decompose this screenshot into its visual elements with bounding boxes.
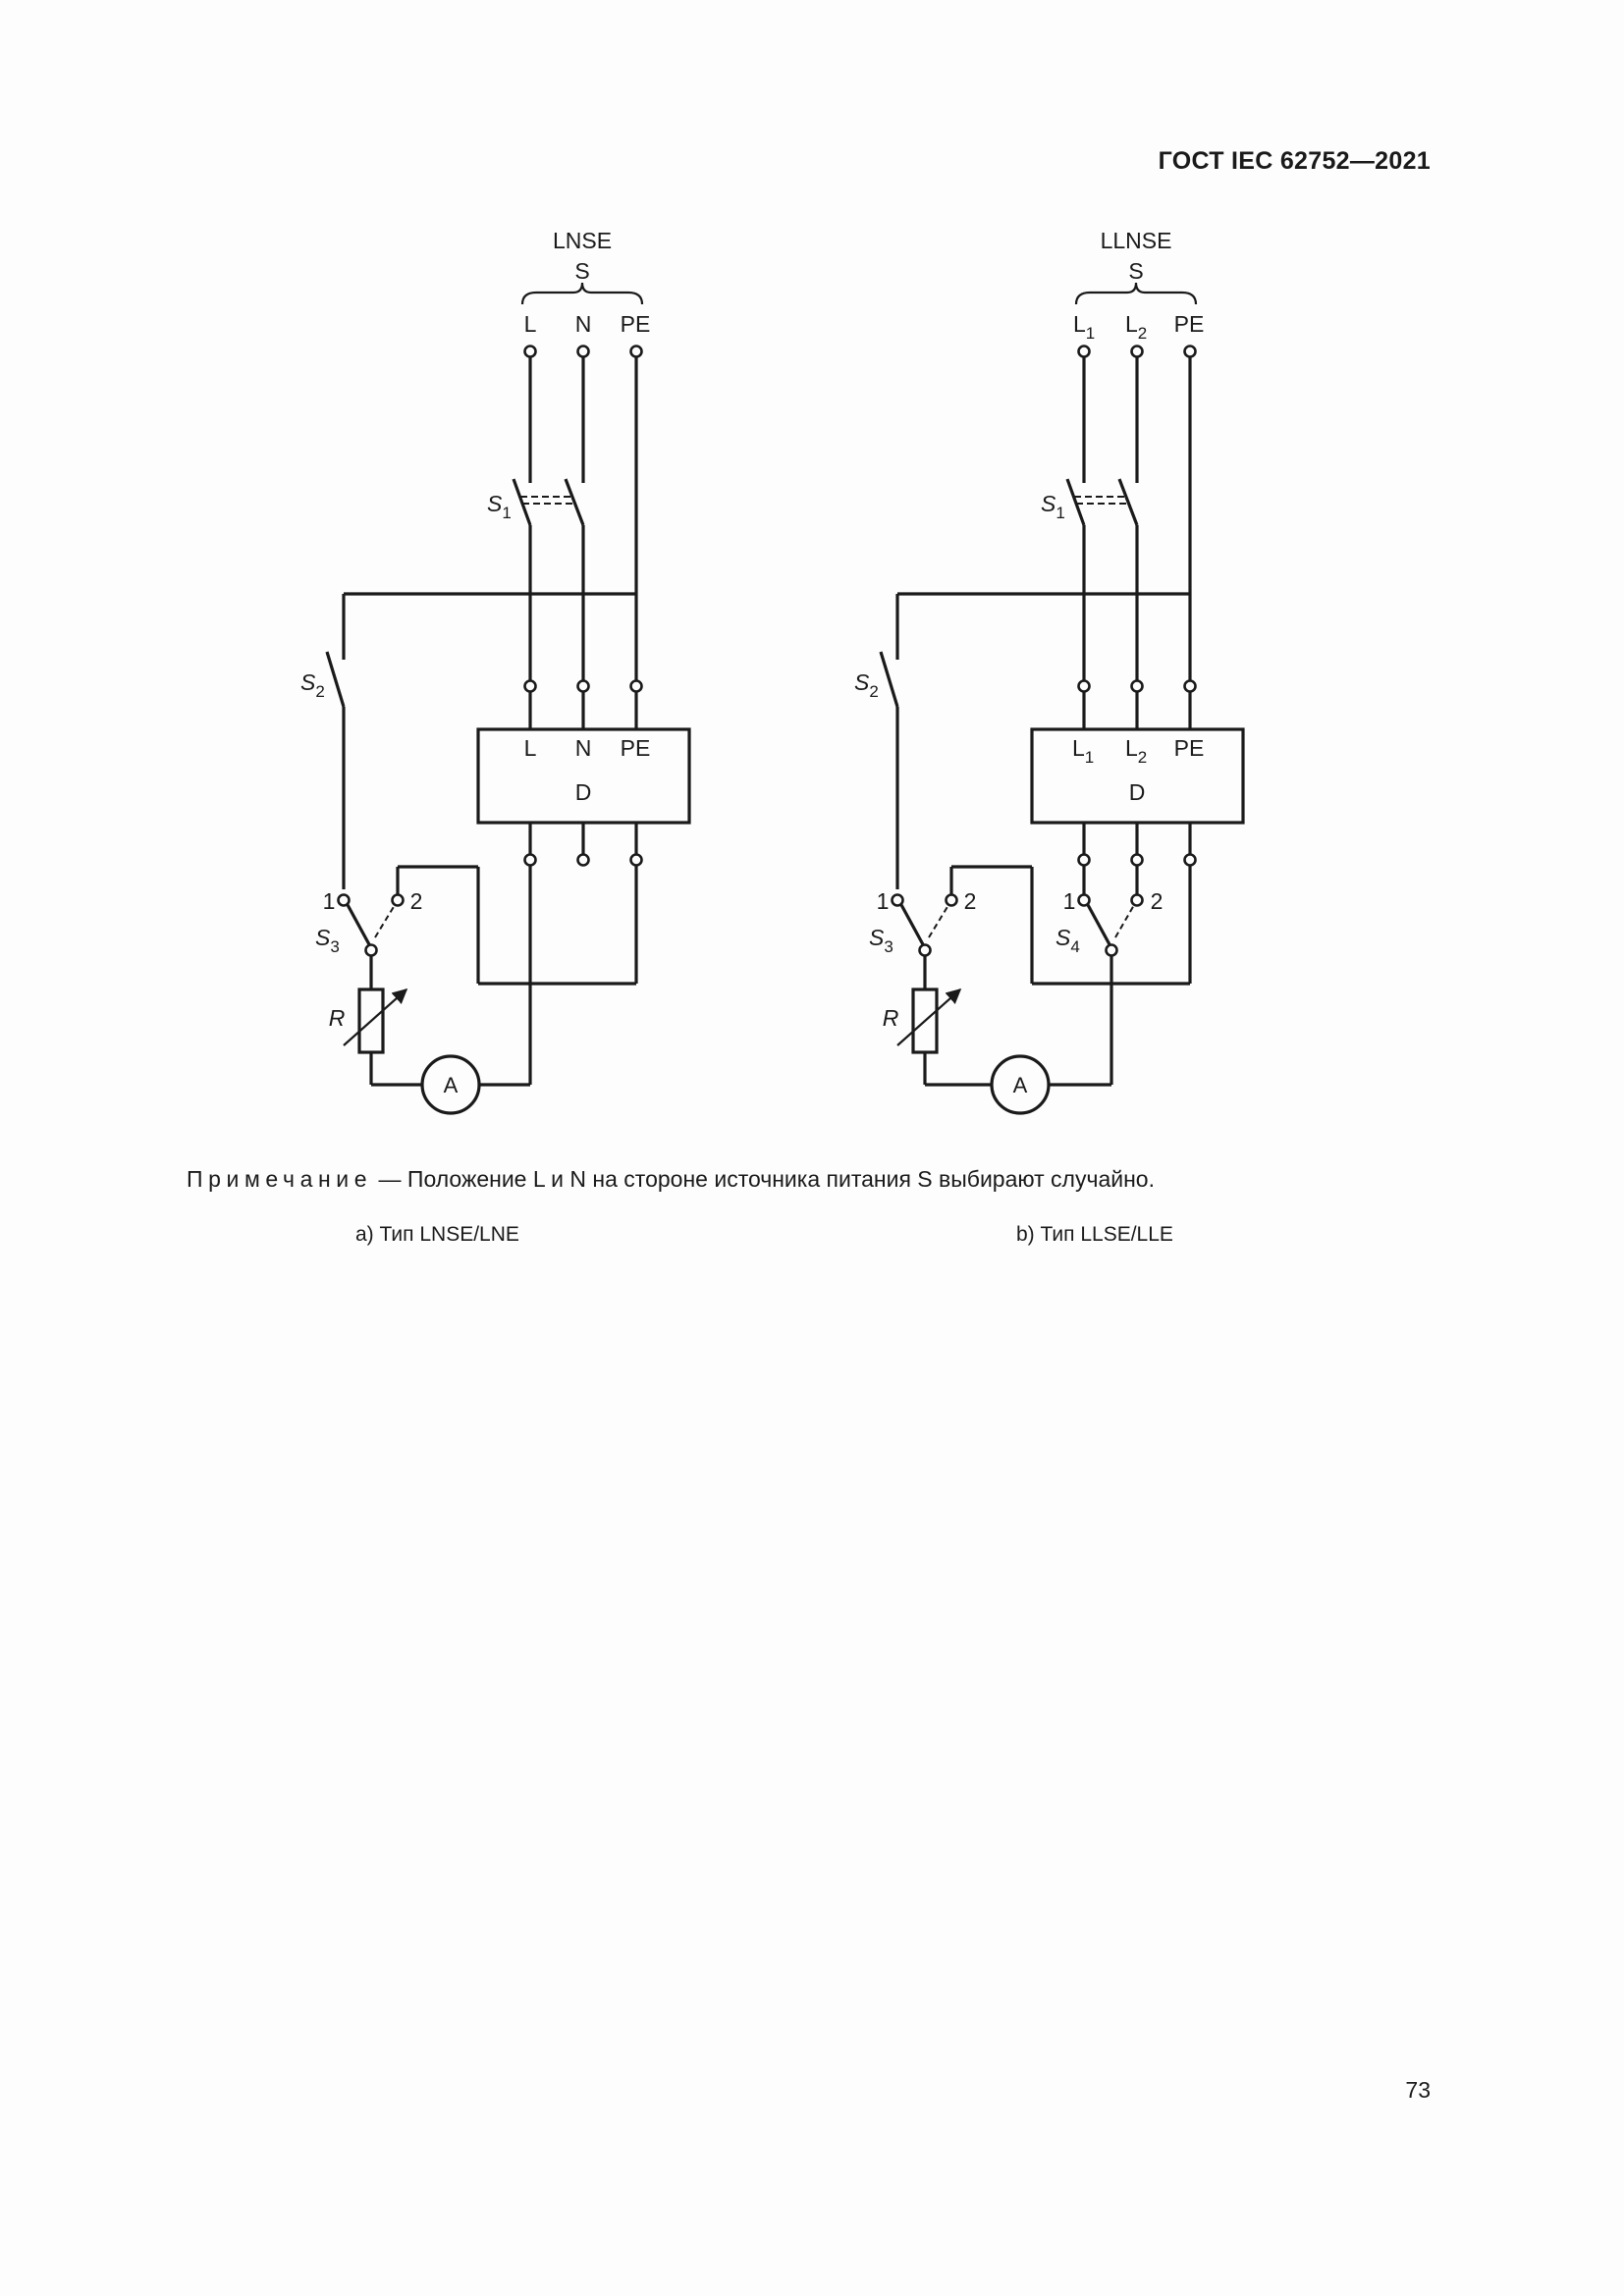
page-number: 73 xyxy=(1405,2077,1431,2103)
diagram-a-s1-label: S xyxy=(487,491,503,516)
diagram-b-terminal-l2-sub: 2 xyxy=(1138,324,1147,343)
diagram-a-terminal-l: L xyxy=(524,311,537,337)
svg-text:L1: L1 xyxy=(1073,311,1095,343)
note: Примечание — Положение L и N на стороне … xyxy=(187,1166,1155,1193)
diagram-b-s3-pos-1: 1 xyxy=(877,888,890,914)
diagram-b-source-type: LLNSE xyxy=(1101,228,1172,253)
svg-text:S3: S3 xyxy=(315,925,340,956)
diagram-a-device-terminal-l: L xyxy=(524,735,537,761)
diagram-b-s4-dash xyxy=(1114,904,1135,938)
note-lead: Примечание xyxy=(187,1166,373,1192)
diagram-b-device-terminal-l1-sub: 1 xyxy=(1085,748,1094,767)
diagram-a-s2-blade xyxy=(325,651,346,708)
diagram-b-device-label: D xyxy=(1129,779,1146,805)
document-header: ГОСТ IEC 62752—2021 xyxy=(1158,147,1431,175)
diagram-a-resistor-label: R xyxy=(329,1005,346,1031)
diagram-a-source-label: S xyxy=(574,258,589,284)
diagram-b-s3-sub: 3 xyxy=(884,937,893,956)
diagram-b-device-terminal-pe: PE xyxy=(1174,735,1205,761)
diagram-b-resistor-arrow xyxy=(896,988,962,1046)
diagram-a-resistor-arrow xyxy=(343,988,408,1046)
diagram-b-terminal-pe: PE xyxy=(1174,311,1205,337)
diagram-b-s1-blade-l1 xyxy=(1065,478,1086,526)
diagram-b-s2-blade xyxy=(879,651,899,708)
svg-text:L2: L2 xyxy=(1125,735,1147,767)
diagram-b-resistor-label: R xyxy=(883,1005,899,1031)
diagram-a-s3-pos-1: 1 xyxy=(323,888,336,914)
svg-text:S3: S3 xyxy=(869,925,893,956)
diagram-b-s3-dash xyxy=(928,904,949,938)
diagram-a-s2-label: S xyxy=(300,669,316,695)
diagram-b-s4-pos-1: 1 xyxy=(1063,888,1076,914)
diagram-a-s3-blade xyxy=(345,902,372,947)
caption-a: а) Тип LNSE/LNE xyxy=(355,1223,519,1246)
diagram-b: LLNSE S L1 L2 PE S1 S2 L1 L2 PE D xyxy=(854,228,1245,1115)
diagram-a-ammeter-label: A xyxy=(444,1073,459,1097)
note-text: — Положение L и N на стороне источника п… xyxy=(372,1166,1155,1192)
svg-text:L1: L1 xyxy=(1072,735,1094,767)
svg-text:S2: S2 xyxy=(854,669,879,701)
svg-text:L2: L2 xyxy=(1125,311,1147,343)
diagram-b-s4-sub: 4 xyxy=(1070,937,1079,956)
diagram-a-device-label: D xyxy=(575,779,592,805)
diagram-b-device-terminal-l2-sub: 2 xyxy=(1138,748,1147,767)
diagram-a-s1-blade-l xyxy=(512,478,532,526)
diagram-a-s3-pos-2: 2 xyxy=(410,888,423,914)
diagram-a-device-terminal-n: N xyxy=(575,735,592,761)
diagram-a-terminal-n: N xyxy=(575,311,592,337)
diagram-b-brace xyxy=(1074,282,1198,305)
svg-text:S2: S2 xyxy=(300,669,325,701)
diagram-a-source-type: LNSE xyxy=(553,228,612,253)
diagram-a-terminal-pe: PE xyxy=(621,311,651,337)
diagram-b-device-terminal-l2: L xyxy=(1125,735,1138,761)
svg-text:S1: S1 xyxy=(487,491,512,522)
diagram-b-s4-pos-2: 2 xyxy=(1151,888,1164,914)
svg-text:S1: S1 xyxy=(1041,491,1065,522)
diagram-b-source-label: S xyxy=(1128,258,1143,284)
svg-text:S4: S4 xyxy=(1056,925,1080,956)
diagram-b-s2-sub: 2 xyxy=(869,682,878,701)
caption-b: b) Тип LLSE/LLE xyxy=(1016,1223,1173,1246)
diagram-b-terminal-l1-sub: 1 xyxy=(1086,324,1095,343)
diagram-a-s1-sub: 1 xyxy=(502,504,511,522)
diagram-b-device-terminal-l1: L xyxy=(1072,735,1085,761)
diagram-b-s4-label: S xyxy=(1056,925,1071,950)
diagram-a-s3-dash xyxy=(374,904,396,938)
diagram-b-terminal-l1: L xyxy=(1073,311,1086,337)
circuit-diagrams: LNSE S L N PE S1 S2 L N PE D xyxy=(300,228,1245,1115)
diagram-b-s1-label: S xyxy=(1041,491,1056,516)
diagram-b-s3-blade xyxy=(898,902,926,947)
diagram-a-s3-sub: 3 xyxy=(330,937,339,956)
diagram-b-s1-blade-l2 xyxy=(1117,478,1139,526)
diagram-a-brace xyxy=(520,282,644,305)
diagram-b-terminal-l2: L xyxy=(1125,311,1138,337)
diagram-a-device-terminal-pe: PE xyxy=(621,735,651,761)
diagram-b-s2-label: S xyxy=(854,669,870,695)
diagram-b-s1-sub: 1 xyxy=(1056,504,1064,522)
diagram-a-s1-blade-n xyxy=(564,478,585,526)
diagram-a-s2-sub: 2 xyxy=(315,682,324,701)
diagram-b-s3-label: S xyxy=(869,925,885,950)
diagram-b-s4-blade xyxy=(1085,902,1112,947)
diagram-b-ammeter-label: A xyxy=(1013,1073,1028,1097)
diagram-a-s3-label: S xyxy=(315,925,331,950)
diagram-a: LNSE S L N PE S1 S2 L N PE D xyxy=(300,228,691,1115)
diagram-b-s3-pos-2: 2 xyxy=(964,888,977,914)
